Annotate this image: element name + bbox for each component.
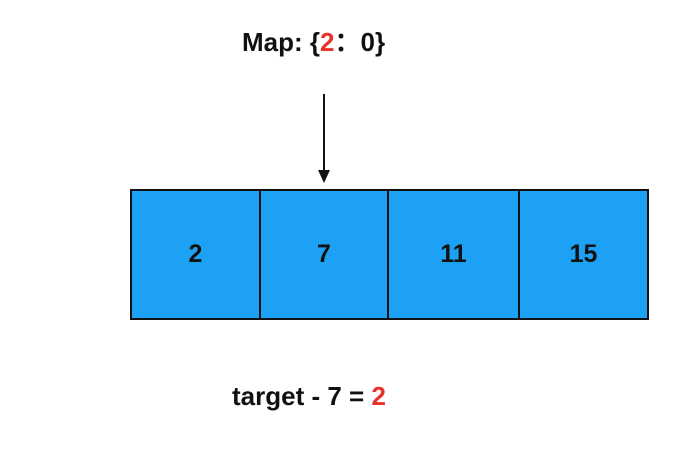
- array-cell: 15: [518, 189, 649, 320]
- equation-expression: target - 7 =: [232, 381, 372, 411]
- equation-result: 2: [371, 381, 386, 411]
- map-prefix: Map: {: [242, 27, 320, 57]
- array-cell: 7: [259, 189, 389, 320]
- array-cell-value: 15: [569, 240, 598, 268]
- map-state-label: Map: {2：0}: [242, 24, 385, 60]
- map-value: 0: [360, 27, 375, 57]
- map-key: 2: [320, 27, 335, 57]
- pointer-arrow-head: [318, 170, 330, 183]
- array-cell-value: 11: [440, 240, 467, 268]
- pointer-arrow: [318, 94, 330, 183]
- map-separator: ：: [334, 27, 361, 57]
- complement-equation: target - 7 = 2: [232, 378, 386, 414]
- array-cell-value: 7: [317, 240, 331, 268]
- number-array: 2 7 11 15: [130, 189, 649, 320]
- array-cell-value: 2: [188, 240, 203, 268]
- map-suffix: }: [374, 27, 386, 57]
- array-cell: 2: [130, 189, 261, 320]
- array-cell: 11: [387, 189, 520, 320]
